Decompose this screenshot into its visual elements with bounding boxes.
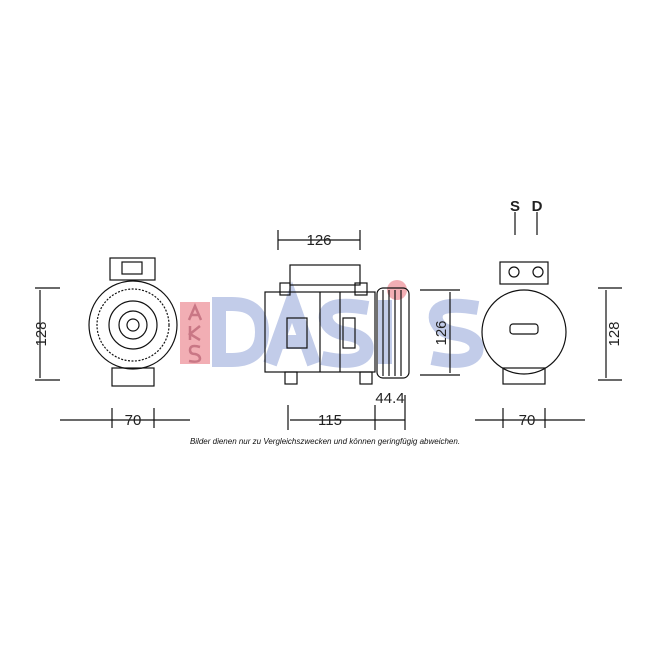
dim-right-width: 70 <box>519 412 536 429</box>
port-discharge-label: D <box>532 198 543 215</box>
dim-middle-height: 126 <box>433 320 450 345</box>
dim-middle-top-width: 126 <box>306 232 331 249</box>
disclaimer-caption: Bilder dienen nur zu Vergleichszwecken u… <box>189 437 461 446</box>
dim-right-height: 128 <box>606 321 623 346</box>
dim-left-width: 70 <box>125 412 142 429</box>
dim-middle-body-length: 115 <box>318 412 342 429</box>
rear-view <box>475 212 622 428</box>
port-suction-label: S <box>510 198 520 215</box>
dim-left-height: 128 <box>33 321 50 346</box>
dim-middle-clutch-length: 44.4 <box>375 390 404 407</box>
front-view <box>35 257 190 428</box>
side-view <box>264 230 460 430</box>
